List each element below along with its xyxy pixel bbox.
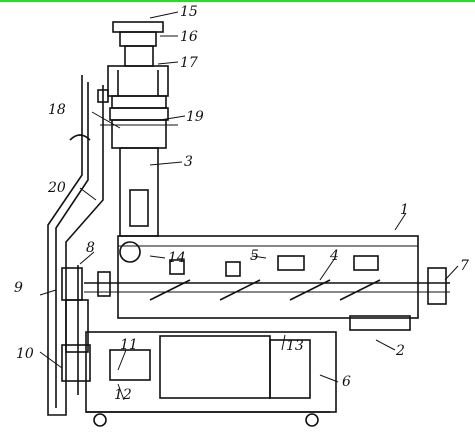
callout-8: 8 — [86, 240, 95, 256]
leader-lines — [39, 11, 459, 401]
side-frame — [47, 75, 109, 416]
top-accent-line — [0, 0, 475, 2]
callout-12: 12 — [114, 387, 132, 403]
vertical-column — [100, 21, 178, 237]
callout-4: 4 — [329, 248, 339, 264]
base-frame — [85, 331, 337, 427]
callout-15: 15 — [180, 4, 198, 20]
callout-14: 14 — [168, 250, 186, 266]
callout-2: 2 — [395, 343, 405, 359]
callout-9: 9 — [14, 280, 23, 296]
mixing-trough — [84, 235, 450, 331]
drive-assembly — [61, 265, 91, 395]
callout-3: 3 — [184, 154, 193, 170]
callout-18: 18 — [48, 102, 66, 118]
callout-11: 11 — [120, 337, 138, 353]
callout-19: 19 — [186, 109, 204, 125]
callout-1: 1 — [400, 202, 409, 218]
paddles — [119, 241, 381, 301]
callout-20: 20 — [47, 180, 66, 196]
callout-10: 10 — [16, 346, 34, 362]
callout-13: 13 — [286, 338, 304, 354]
callouts: 15 16 17 18 19 3 20 1 5 4 14 8 7 9 10 11… — [14, 4, 469, 403]
callout-5: 5 — [250, 248, 259, 264]
callout-16: 16 — [180, 29, 198, 45]
callout-17: 17 — [180, 55, 198, 71]
callout-6: 6 — [342, 374, 351, 390]
callout-7: 7 — [460, 258, 469, 274]
